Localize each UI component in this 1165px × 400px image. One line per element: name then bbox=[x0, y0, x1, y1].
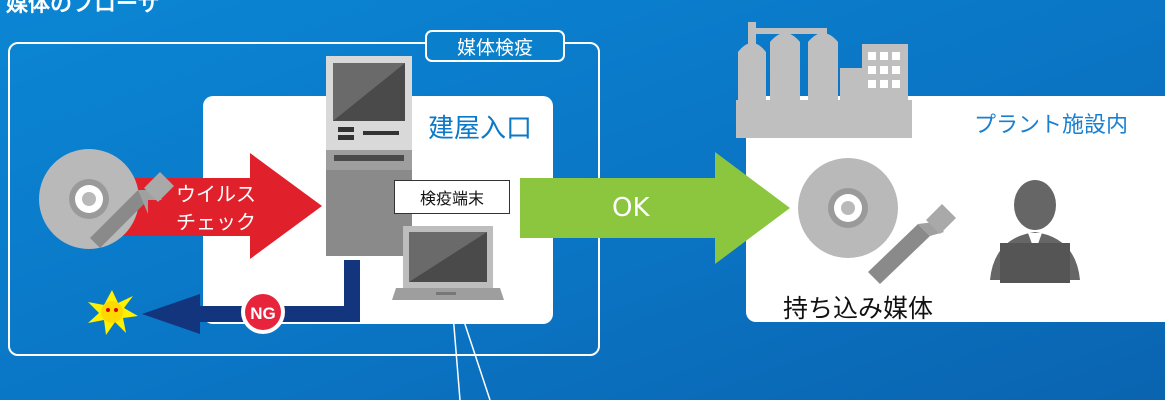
factory-icon bbox=[736, 22, 912, 138]
ok-arrow bbox=[520, 152, 790, 264]
virus-burst-icon bbox=[88, 290, 138, 335]
ng-badge: NG bbox=[241, 290, 285, 334]
virus-check-arrow bbox=[120, 153, 322, 259]
ng-label: NG bbox=[250, 304, 276, 323]
usb-icon bbox=[868, 204, 956, 284]
ok-label: OK bbox=[612, 193, 650, 223]
virus-check-label: ウイルス チェック bbox=[176, 180, 256, 236]
virus-check-line1: ウイルス bbox=[176, 182, 256, 206]
plant-label: プラント施設内 bbox=[974, 113, 1129, 138]
kiosk-icon bbox=[326, 56, 412, 256]
terminal-label: 検疫端末 bbox=[394, 180, 510, 214]
ng-return-arrow bbox=[142, 260, 360, 334]
disc-icon bbox=[798, 158, 898, 258]
disc-icon bbox=[39, 149, 139, 249]
quarantine-tag: 媒体検疫 bbox=[425, 30, 565, 62]
media-label: 持ち込み媒体 bbox=[783, 294, 934, 323]
laptop-icon bbox=[392, 226, 504, 300]
diagram-title: 媒体のフローサ bbox=[6, 0, 160, 17]
person-icon bbox=[990, 180, 1080, 283]
virus-check-line2: チェック bbox=[176, 210, 256, 234]
usb-icon bbox=[90, 172, 174, 248]
entrance-label: 建屋入口 bbox=[428, 114, 533, 144]
